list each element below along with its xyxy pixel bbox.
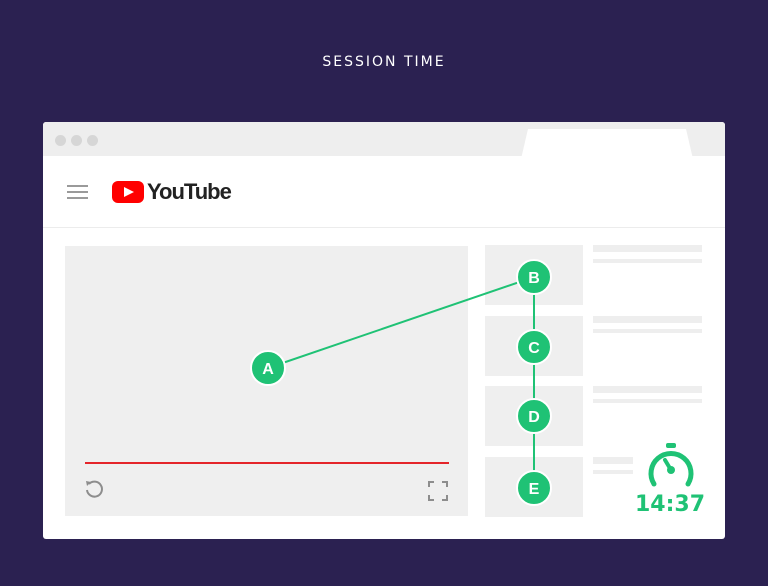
related-video-meta-placeholder (593, 329, 702, 333)
stopwatch-icon (648, 443, 694, 487)
node-label: B (528, 270, 540, 287)
fullscreen-icon[interactable] (428, 481, 448, 501)
journey-node-a[interactable]: A (250, 350, 286, 386)
node-label: E (529, 481, 540, 498)
window-minimize-dot[interactable] (71, 135, 82, 146)
related-video-title-placeholder (593, 316, 702, 323)
youtube-play-icon (112, 181, 144, 203)
related-video-title-placeholder (593, 457, 633, 464)
related-video-meta-placeholder (593, 470, 633, 474)
window-maximize-dot[interactable] (87, 135, 98, 146)
replay-icon[interactable] (83, 478, 105, 500)
journey-node-c[interactable]: C (516, 329, 552, 365)
brand-name: YouTube (147, 179, 232, 204)
browser-window: YouTube 14:37 A (43, 122, 725, 539)
related-video-meta-placeholder (593, 259, 702, 263)
hamburger-icon[interactable] (67, 185, 88, 199)
related-video-meta-placeholder (593, 399, 702, 403)
journey-connector (267, 276, 535, 369)
browser-tab[interactable] (521, 129, 693, 159)
journey-node-e[interactable]: E (516, 470, 552, 506)
session-time-value: 14:37 (635, 492, 706, 517)
node-label: C (528, 340, 540, 357)
journey-node-b[interactable]: B (516, 259, 552, 295)
page-heading: SESSION TIME (322, 54, 446, 70)
user-journey-path: A B C D E (250, 259, 552, 506)
journey-node-d[interactable]: D (516, 398, 552, 434)
youtube-header: YouTube (43, 156, 725, 228)
youtube-logo[interactable]: YouTube (112, 179, 232, 204)
video-progress-bar[interactable] (85, 462, 449, 464)
node-label: D (528, 409, 540, 426)
related-video-title-placeholder (593, 245, 702, 252)
window-close-dot[interactable] (55, 135, 66, 146)
browser-titlebar (43, 122, 725, 159)
related-video-title-placeholder (593, 386, 702, 393)
node-label: A (262, 361, 274, 378)
